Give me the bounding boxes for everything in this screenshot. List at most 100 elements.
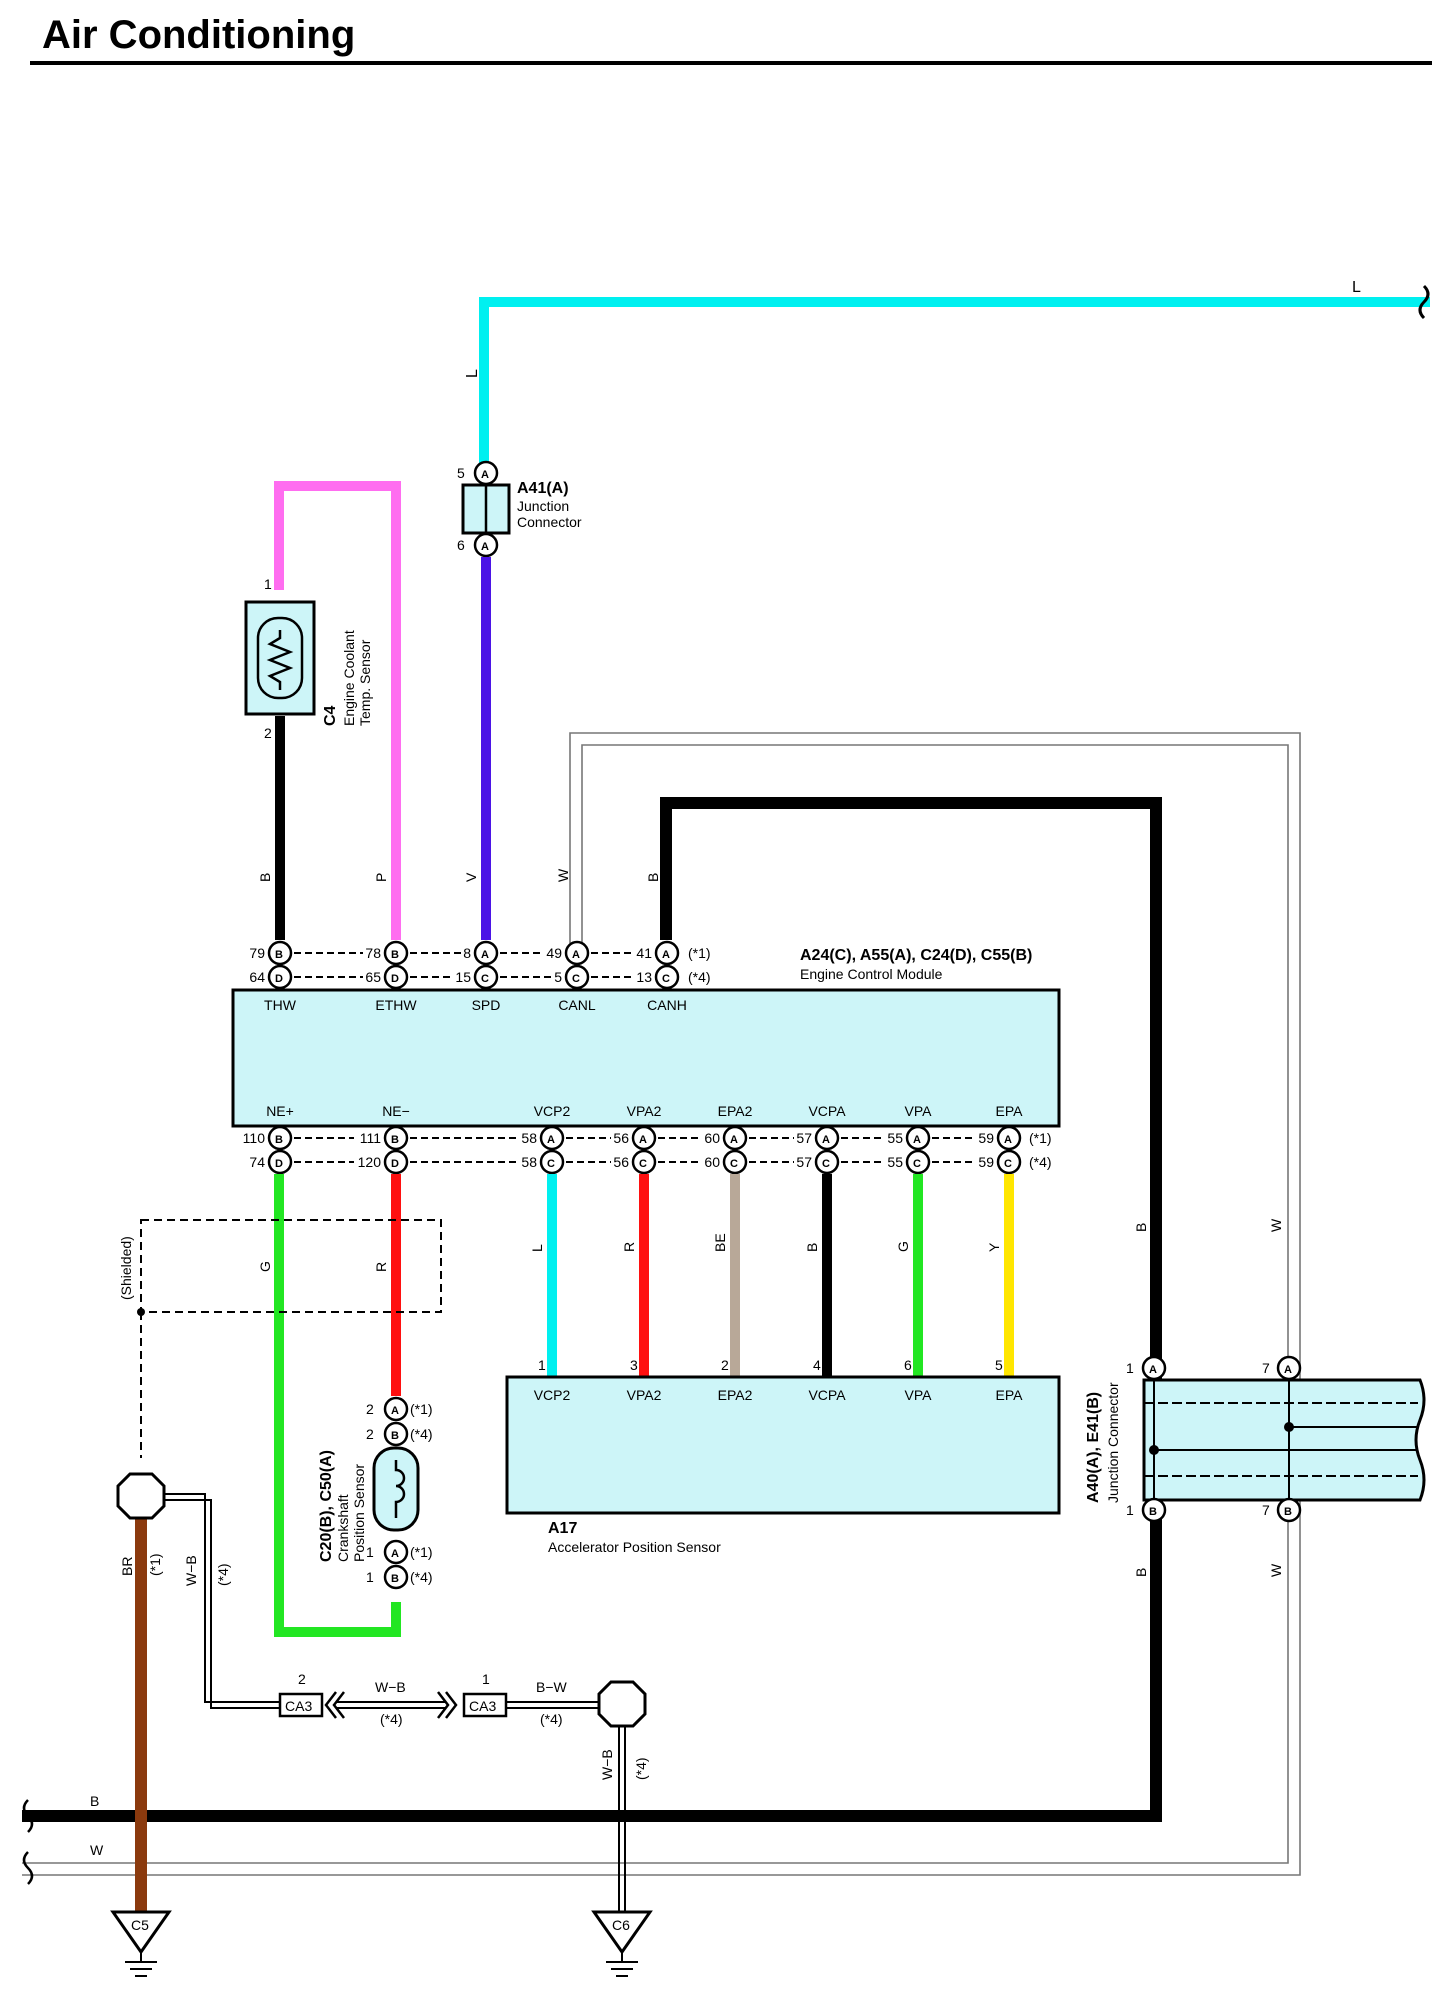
ecm-bottom-term-7: EPA	[996, 1103, 1024, 1119]
ecm-bot-row1-conn-label-5: A	[822, 1134, 830, 1146]
ecm-bottom-term-1: NE−	[382, 1103, 410, 1119]
ecm-bot-row2-conn-label-1: D	[391, 1158, 399, 1170]
svg-text:1: 1	[1126, 1502, 1134, 1518]
engine-control-module	[231, 988, 1061, 1128]
ecm-bot-row1-pin-5: 57	[796, 1130, 812, 1146]
left-ground-branch: BR (*1) W−B (*4) C5	[110, 1472, 280, 1977]
aps-pin-5: 5	[995, 1357, 1003, 1373]
ecm-bot-row1-conn-label-4: A	[730, 1134, 738, 1146]
ecm-top-row1-conn-2	[473, 940, 499, 966]
aps-term-3: VCPA	[808, 1387, 846, 1403]
ecm-bot-row2-pin-0: 74	[249, 1154, 265, 1170]
svg-text:2: 2	[264, 725, 272, 741]
ca3-wire-note: (*4)	[380, 1711, 403, 1727]
ecm-bottom-term-3: VPA2	[627, 1103, 662, 1119]
splice-point-right-icon	[597, 1680, 647, 1728]
ecm-top-term-0: THW	[264, 997, 297, 1013]
svg-text:7: 7	[1262, 1502, 1270, 1518]
ca3-right-code: CA3	[469, 1698, 496, 1714]
svg-text:B: B	[1284, 1506, 1292, 1518]
br-note: (*1)	[147, 1553, 163, 1576]
ecm-top-row2-conn-3	[564, 964, 590, 990]
ecm-bot-row1-conn-label-3: A	[639, 1134, 647, 1146]
ecm-top-row2-conn-1	[383, 964, 409, 990]
a40-code: A40(A), E41(B)	[1085, 1392, 1102, 1503]
ckp-name-1: Crankshaft	[335, 1494, 351, 1562]
ecm-bottom-note-2: (*4)	[1029, 1154, 1052, 1170]
ca3-connectors: CA3 2 W−B (*4) CA3 1 B−W (*4)	[278, 1671, 600, 1727]
ecm-bottom-term-5: VCPA	[808, 1103, 846, 1119]
shield: (Shielded)	[118, 1219, 442, 1458]
ecm-bottom-term-4: EPA2	[718, 1103, 753, 1119]
wb-note-left: (*4)	[215, 1563, 231, 1586]
svg-text:A: A	[1149, 1364, 1157, 1376]
ecm-bot-row2-conn-label-7: C	[1004, 1158, 1012, 1170]
svg-text:B: B	[1149, 1506, 1157, 1518]
bw-wire-label: B−W	[536, 1679, 568, 1695]
c4-name-1: Engine Coolant	[341, 630, 357, 726]
ecm-bot-row2-pin-1: 120	[358, 1154, 382, 1170]
engine-coolant-temp-sensor: 1 2 C4 Engine Coolant Temp. Sensor	[244, 576, 373, 741]
ecm-bot-row1-conn-0	[267, 1125, 293, 1151]
ecm-bot-row2-pin-5: 57	[796, 1154, 812, 1170]
svg-text:B: B	[391, 1573, 399, 1585]
svg-text:2: 2	[366, 1426, 374, 1442]
ecm-bot-row2-conn-label-6: C	[913, 1158, 921, 1170]
ecm-bot-row1-pin-1: 111	[360, 1130, 381, 1146]
ckp-name-2: Position Sensor	[351, 1464, 367, 1562]
aps-term-4: VPA	[905, 1387, 933, 1403]
ground-c5-label: C5	[131, 1917, 149, 1933]
ecm-top-row2-conn-label-2: C	[481, 973, 489, 985]
shielded-label: (Shielded)	[118, 1236, 134, 1300]
aps-pin-0: 1	[538, 1357, 546, 1373]
wb-label-right: W−B	[599, 1749, 615, 1780]
ground-c6-label: C6	[612, 1917, 630, 1933]
aps-pin-4: 6	[904, 1357, 912, 1373]
wire-label-L-vertical: L	[464, 369, 481, 378]
ecm-bot-row1-conn-label-2: A	[547, 1134, 555, 1146]
ecm-bot-row2-conn-7	[996, 1149, 1022, 1175]
svg-text:5: 5	[457, 465, 465, 481]
svg-text:(*1): (*1)	[410, 1544, 433, 1560]
page-title: Air Conditioning	[42, 13, 355, 57]
bottom-bus: B W	[22, 1793, 104, 1885]
ecm-bot-row2-conn-1	[383, 1149, 409, 1175]
ca3-right-pin: 1	[482, 1671, 490, 1687]
svg-text:1: 1	[366, 1544, 374, 1560]
a41-code: A41(A)	[517, 480, 569, 497]
svg-text:A: A	[391, 1405, 399, 1417]
ecm-top-row2-pin-3: 5	[554, 969, 562, 985]
ecm-top-term-3: CANL	[558, 997, 596, 1013]
coil-icon	[394, 1460, 406, 1518]
svg-text:P: P	[373, 873, 389, 882]
wire-G-ne-plus	[274, 1174, 401, 1637]
aps-wire-label-5: Y	[986, 1242, 1002, 1252]
svg-text:B: B	[257, 873, 273, 882]
ecm-top-row2-pin-1: 65	[365, 969, 381, 985]
ecm-top-row1-pin-0: 79	[249, 945, 265, 961]
ckp-code: C20(B), C50(A)	[318, 1450, 335, 1562]
aps-pin-3: 4	[813, 1357, 821, 1373]
ecm-top-row2-conn-label-4: C	[662, 973, 670, 985]
ecm-top-row1-conn-1	[383, 940, 409, 966]
aps-term-5: EPA	[996, 1387, 1024, 1403]
aps-wire-label-4: G	[895, 1241, 911, 1252]
ecm-bot-row2-pin-2: 58	[521, 1154, 537, 1170]
ecm-top-term-4: CANH	[647, 997, 687, 1013]
aps-term-2: EPA2	[718, 1387, 753, 1403]
wire-P	[274, 481, 401, 940]
ecm-bot-row2-conn-label-5: C	[822, 1158, 830, 1170]
ecm-bot-row1-conn-7	[996, 1125, 1022, 1151]
ca3-left-code: CA3	[285, 1698, 312, 1714]
ecm-bot-row1-conn-1	[383, 1125, 409, 1151]
ecm-top-note-2: (*4)	[688, 969, 711, 985]
ecm-bot-row2-pin-7: 59	[978, 1154, 994, 1170]
ecm-bottom-term-6: VPA	[905, 1103, 933, 1119]
ecm-top-row1-pin-3: 49	[546, 945, 562, 961]
svg-text:A: A	[481, 469, 489, 481]
ecm-top-row2-pin-0: 64	[249, 969, 265, 985]
